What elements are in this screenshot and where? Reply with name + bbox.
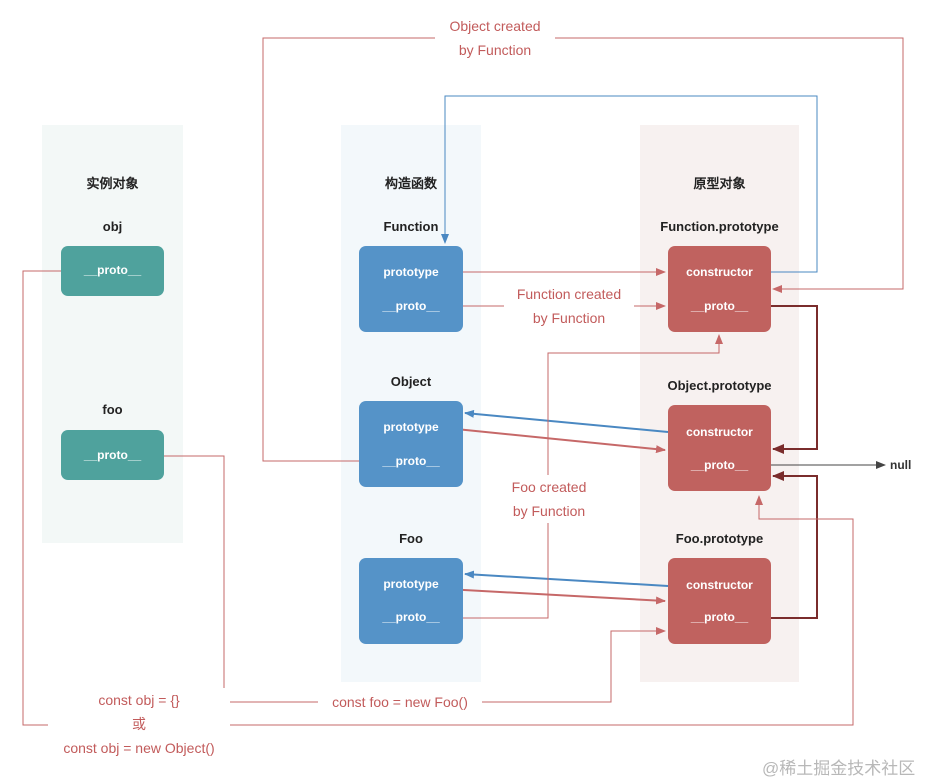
foo-prototype-constructor-line — [464, 570, 669, 587]
function-proto-field: __proto__ — [382, 299, 440, 313]
object-prototype-constructor-field: constructor — [686, 425, 753, 439]
foo-created-line-1: Foo created — [511, 479, 587, 495]
foo-prototype-box: constructor __proto__ — [668, 558, 771, 644]
object-prototype-box: constructor __proto__ — [668, 405, 771, 491]
foo-constructor-title: Foo — [399, 531, 423, 546]
function-prototype-box: constructor __proto__ — [668, 246, 771, 332]
const-obj-line-2: 或 — [132, 716, 146, 732]
instance-column-title: 实例对象 — [86, 176, 139, 191]
foo-title: foo — [102, 402, 123, 417]
object-created-annotation: Object created by Function — [435, 14, 555, 62]
const-obj-line-1: const obj = {} — [98, 692, 180, 708]
object-created-line-1: Object created — [449, 18, 541, 34]
obj-box: __proto__ — [61, 246, 164, 296]
foo-prototype-proto-line — [755, 471, 818, 619]
foo-created-annotation: Foo created by Function — [500, 475, 598, 523]
prototype-column-title: 原型对象 — [693, 176, 746, 191]
foo-constructor-proto-field: __proto__ — [382, 610, 440, 624]
object-proto-field: __proto__ — [382, 454, 440, 468]
function-prototype-constructor-line — [441, 95, 818, 273]
foo-prototype-proto-field: __proto__ — [690, 610, 749, 624]
obj-proto-field: __proto__ — [83, 263, 142, 277]
foo-constructor-box: prototype __proto__ — [359, 558, 463, 644]
object-proto-line — [262, 37, 904, 462]
object-box: prototype __proto__ — [359, 401, 463, 487]
obj-instance-proto-line — [22, 270, 854, 726]
foo-prototype-line — [445, 588, 666, 605]
foo-proto-line — [446, 334, 723, 619]
object-prototype-line — [445, 427, 666, 454]
function-prototype-constructor-field: constructor — [686, 265, 753, 279]
null-label: null — [890, 458, 912, 472]
function-prototype-field: prototype — [383, 265, 439, 279]
object-created-line-2: by Function — [458, 42, 532, 58]
function-created-annotation: Function created by Function — [504, 282, 634, 330]
foo-prototype-constructor-field: constructor — [686, 578, 753, 592]
function-prototype-proto-field: __proto__ — [690, 299, 749, 313]
function-prototype-proto-line — [755, 305, 818, 454]
foo-box: __proto__ — [61, 430, 164, 480]
const-obj-line-3: const obj = new Object() — [63, 740, 215, 756]
const-obj-annotation: const obj = {} 或 const obj = new Object(… — [48, 688, 230, 760]
const-foo-annotation: const foo = new Foo() — [318, 690, 482, 714]
function-created-line-1: Function created — [516, 286, 622, 302]
function-created-line-2: by Function — [532, 310, 606, 326]
object-prototype-field: prototype — [383, 420, 439, 434]
function-prototype-title: Function.prototype — [660, 219, 779, 234]
foo-constructor-prototype-field: prototype — [383, 577, 439, 591]
function-box: prototype __proto__ — [359, 246, 463, 332]
constructor-column-title: 构造函数 — [384, 176, 437, 191]
function-title: Function — [383, 219, 439, 234]
watermark: @稀土掘金技术社区 — [762, 759, 916, 778]
foo-prototype-title: Foo.prototype — [675, 531, 764, 546]
object-prototype-constructor-line — [464, 409, 669, 433]
foo-proto-field: __proto__ — [83, 448, 142, 462]
obj-title: obj — [102, 219, 123, 234]
object-prototype-title: Object.prototype — [667, 378, 772, 393]
object-prototype-proto-field: __proto__ — [690, 458, 749, 472]
foo-created-line-2: by Function — [512, 503, 586, 519]
object-title: Object — [390, 374, 432, 389]
